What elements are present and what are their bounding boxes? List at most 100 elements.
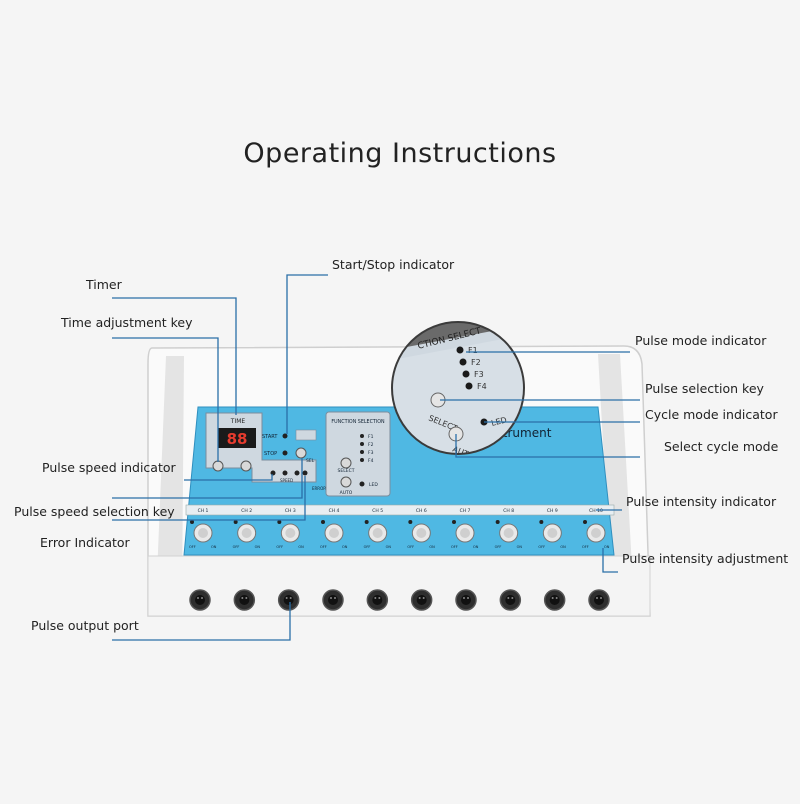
zoom-auto-label: AUTO xyxy=(451,445,475,462)
label-pulse-speed-selection-key: Pulse speed selection key xyxy=(14,504,175,519)
channel-label-1: CH 1 xyxy=(198,508,209,514)
channel-label-4: CH 4 xyxy=(329,508,340,514)
label-error-indicator: Error Indicator xyxy=(40,535,130,550)
intensity-knob-cap-2 xyxy=(241,528,252,538)
start-stop-block: START STOP SEL SPEED ERROR xyxy=(262,429,326,491)
output-port-pin-b-1 xyxy=(201,597,203,599)
output-port-list xyxy=(189,589,610,611)
intensity-knob-cap-10 xyxy=(591,528,601,538)
label-pulse-mode-indicator: Pulse mode indicator xyxy=(635,333,767,348)
output-port-pin-a-2 xyxy=(241,597,244,599)
output-port-pin-a-3 xyxy=(285,597,288,599)
leader-select-cycle xyxy=(455,434,640,458)
time-up-key xyxy=(212,460,224,472)
output-port-socket-6 xyxy=(416,595,427,605)
label-cycle-mode-indicator: Cycle mode indicator xyxy=(645,407,778,422)
intensity-led-1 xyxy=(190,520,194,524)
channel-off-label-9: OFF xyxy=(538,545,545,549)
timer-block: TIME 88 xyxy=(205,412,317,483)
output-port-socket-4 xyxy=(328,595,338,605)
mode-label-2: F2 xyxy=(368,442,374,448)
intensity-knob-cap-5 xyxy=(372,528,383,538)
intensity-led-7 xyxy=(452,520,456,524)
output-port-pin-b-3 xyxy=(289,597,292,599)
channel-off-label-8: OFF xyxy=(495,545,502,549)
stop-indicator xyxy=(282,450,288,456)
label-select-cycle-mode: Select cycle mode xyxy=(664,439,779,454)
output-port-pin-a-1 xyxy=(197,597,199,599)
led-indicator xyxy=(359,481,365,487)
error-led xyxy=(302,470,308,476)
output-port-socket-7 xyxy=(461,595,471,605)
label-timer: Timer xyxy=(86,277,122,292)
zoom-mode-label-2: F2 xyxy=(471,358,481,367)
output-port-socket-10 xyxy=(594,595,604,605)
channel-label-3: CH 3 xyxy=(285,508,296,514)
label-start-stop-indicator: Start/Stop indicator xyxy=(332,257,455,272)
zoom-mode-led-2 xyxy=(459,358,467,366)
output-port-socket-8 xyxy=(505,595,516,605)
channel-on-label-1: ON xyxy=(211,545,217,549)
mode-led-1 xyxy=(360,434,364,438)
zoom-mode-label-1: F1 xyxy=(468,346,478,355)
timer-display xyxy=(218,428,256,448)
leader-pulse-speed-indicator xyxy=(184,474,273,481)
output-port-pin-b-4 xyxy=(334,597,336,599)
zoom-mode-led-1 xyxy=(456,346,464,354)
channel-off-label-3: OFF xyxy=(276,545,283,549)
intensity-led-9 xyxy=(539,520,544,524)
leader-pulse-speed-selection xyxy=(112,458,303,499)
time-label: TIME xyxy=(230,418,246,425)
intensity-led-4 xyxy=(321,520,325,524)
leader-timer xyxy=(112,297,237,415)
output-port-socket-2 xyxy=(239,595,250,605)
speed-led-2 xyxy=(282,470,288,476)
intensity-knob-cap-7 xyxy=(460,528,470,538)
channel-on-label-10: ON xyxy=(604,545,610,549)
leader-error xyxy=(112,476,306,521)
start-indicator xyxy=(282,433,288,439)
start-stop-key xyxy=(295,447,307,459)
channel-off-label-4: OFF xyxy=(320,545,327,549)
intensity-knob-cap-8 xyxy=(503,528,514,538)
channel-label-5: CH 5 xyxy=(372,508,383,514)
channel-label-10: CH 10 xyxy=(589,508,603,514)
mode-label-1: F1 xyxy=(368,434,374,440)
channel-label-7: CH 7 xyxy=(460,508,471,514)
page-title: Operating Instructions xyxy=(243,138,557,169)
channel-on-label-3: ON xyxy=(298,545,304,549)
leader-pulse-intensity-adjustment xyxy=(602,548,618,573)
timer-display-digits: 88 xyxy=(227,430,248,448)
zoom-mode-label-4: F4 xyxy=(477,382,487,391)
stop-label: STOP xyxy=(264,451,277,457)
output-port-pin-b-6 xyxy=(422,597,425,599)
intensity-knob-cap-3 xyxy=(285,528,296,538)
intensity-led-8 xyxy=(495,520,500,524)
label-time-adjustment-key: Time adjustment key xyxy=(61,315,193,330)
channel-on-label-6: ON xyxy=(429,545,435,549)
zoom-mode-label-3: F3 xyxy=(474,370,484,379)
auto-label: AUTO xyxy=(340,490,353,496)
select-label: SELECT xyxy=(338,468,355,474)
start-label: START xyxy=(262,434,278,440)
output-port-pin-b-5 xyxy=(378,597,381,599)
zoom-mode-led-4 xyxy=(465,382,473,390)
output-port-pin-a-7 xyxy=(463,597,465,599)
leader-time-adjustment xyxy=(112,337,219,462)
output-port-pin-a-6 xyxy=(418,597,421,599)
channel-off-label-10: OFF xyxy=(582,545,589,549)
speed-label: SPEED xyxy=(280,478,293,483)
intensity-led-3 xyxy=(277,520,282,524)
label-pulse-intensity-adjustment: Pulse intensity adjustment xyxy=(622,551,789,566)
auto-key xyxy=(340,476,352,488)
channel-off-label-2: OFF xyxy=(233,545,240,549)
mode-led-2 xyxy=(360,442,364,446)
intensity-knob-cap-1 xyxy=(198,528,208,538)
output-port-pin-b-8 xyxy=(511,597,514,599)
